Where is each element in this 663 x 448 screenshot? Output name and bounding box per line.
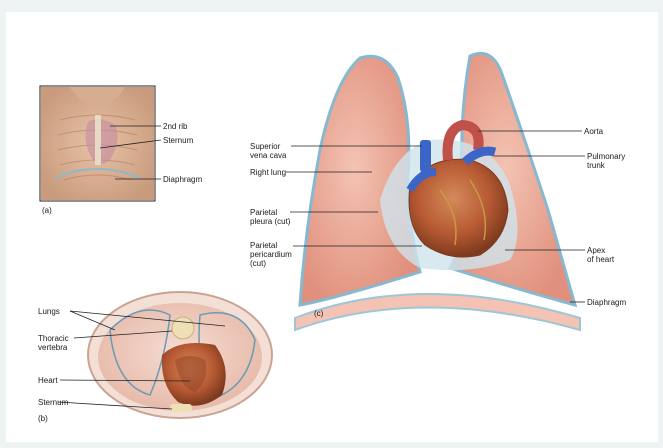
label-heart: Heart [38,376,58,385]
label-sternum-a: Sternum [163,136,193,145]
label-parietal-pleura: Parietal pleura (cut) [250,208,290,226]
panel-b-cross-section [88,292,272,418]
caption-c: (c) [314,309,323,318]
label-2nd-rib: 2nd rib [163,122,187,131]
panel-a-chest-illustration [40,86,155,201]
label-diaphragm-c: Diaphragm [587,298,626,307]
label-aorta: Aorta [584,127,603,136]
label-lungs: Lungs [38,307,60,316]
label-apex-of-heart: Apex of heart [587,246,614,264]
label-superior-vena-cava: Superior vena cava [250,142,286,160]
caption-b: (b) [38,414,48,423]
label-thoracic-vertebra: Thoracic vertebra [38,334,69,352]
label-pulmonary-trunk: Pulmonary trunk [587,152,625,170]
caption-a: (a) [42,206,52,215]
panel-c-thorax-illustration [295,53,580,330]
label-diaphragm-a: Diaphragm [163,175,202,184]
label-right-lung: Right lung [250,168,286,177]
label-parietal-pericardium: Parietal pericardium (cut) [250,241,292,268]
label-sternum-b: Sternum [38,398,68,407]
